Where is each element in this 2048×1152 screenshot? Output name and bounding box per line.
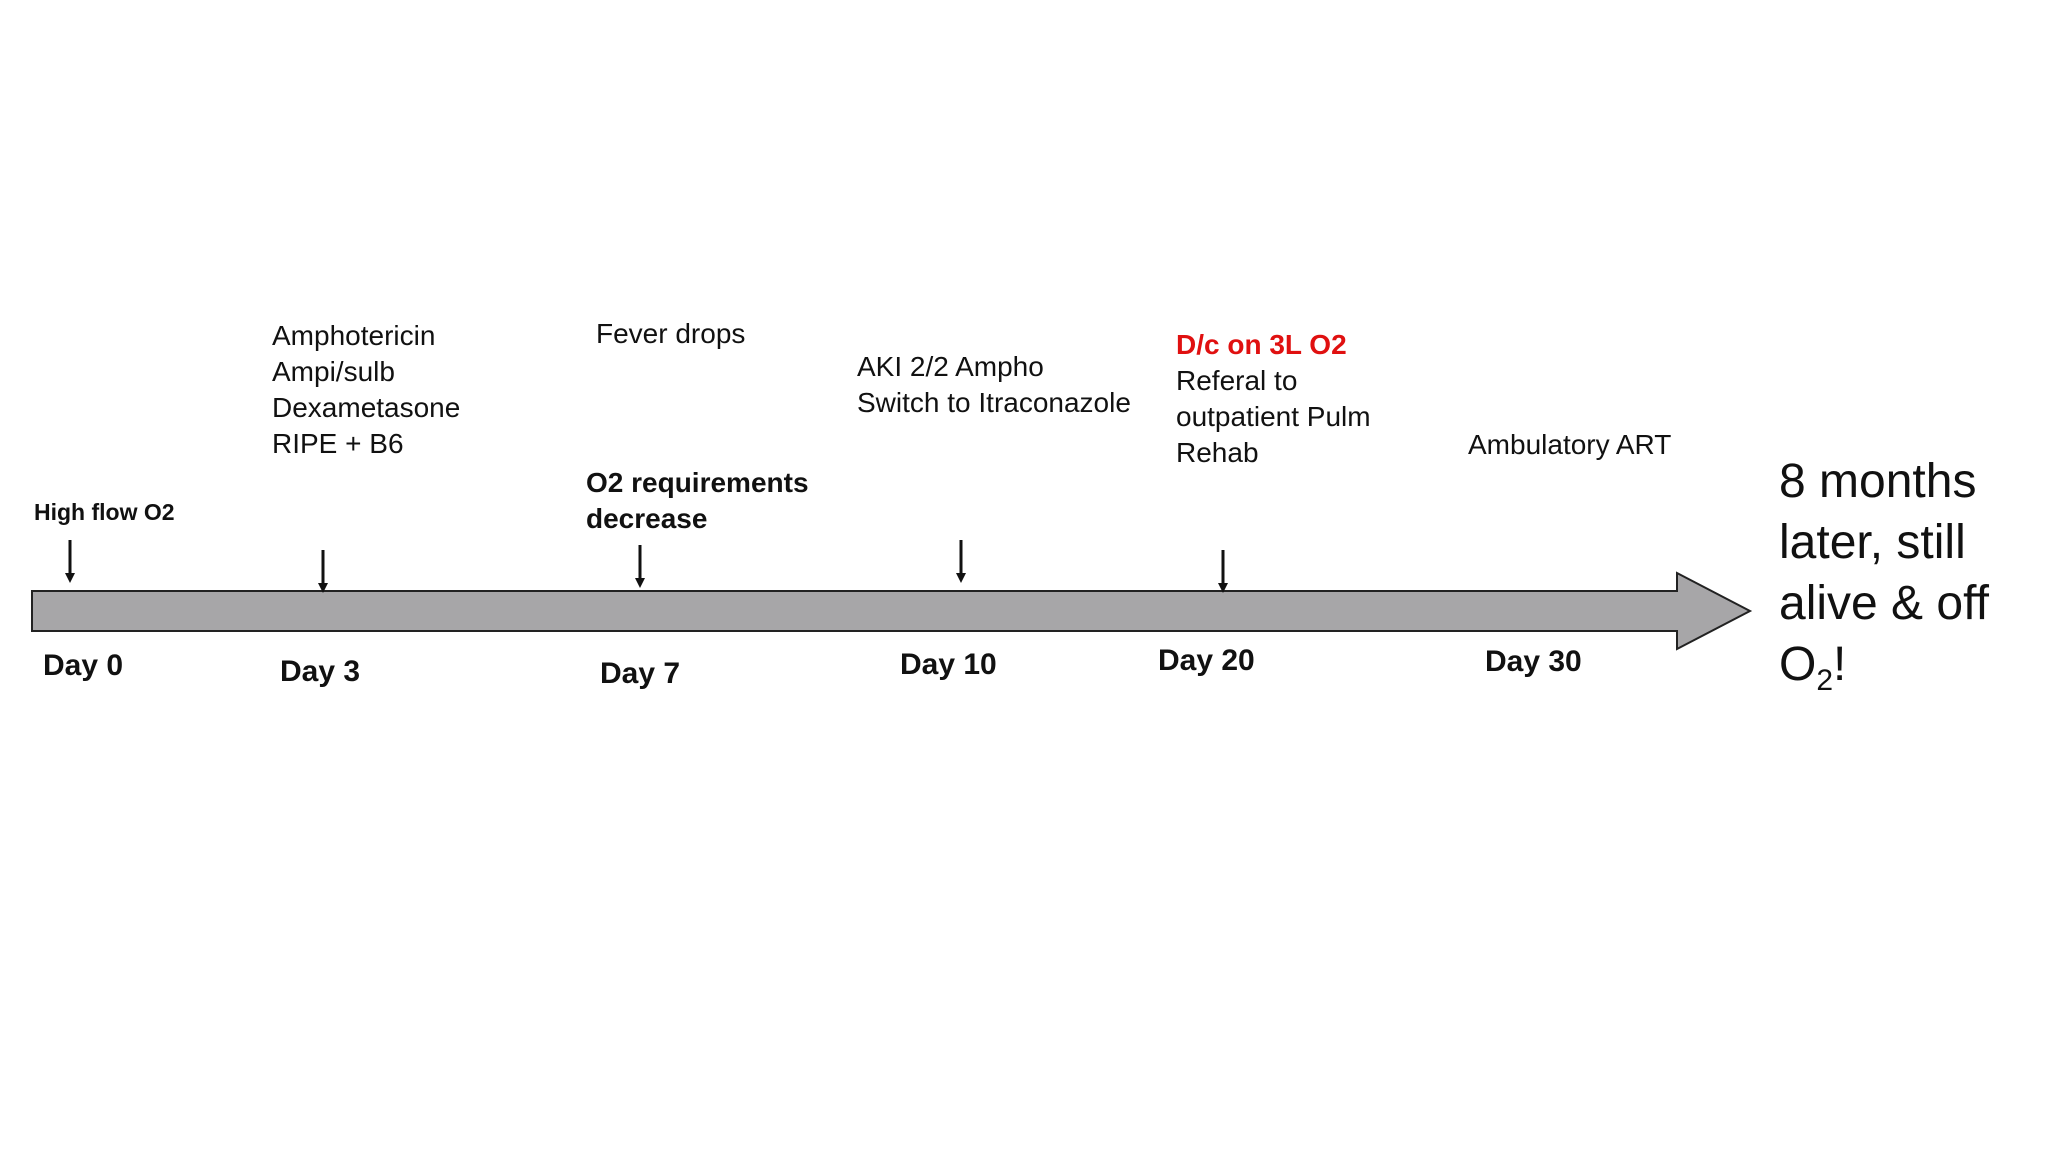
day10-event-line: AKI 2/2 Ampho — [857, 351, 1044, 382]
day7-o2-line: decrease — [586, 503, 708, 534]
day3-event-line: Ampi/sulb — [272, 356, 395, 387]
day10-event-line: Switch to Itraconazole — [857, 387, 1131, 418]
day7-o2-line: O2 requirements — [586, 467, 809, 498]
day20-event-line: Rehab — [1176, 437, 1259, 468]
day7-o2-note: O2 requirements decrease — [586, 465, 809, 537]
outcome-line-3: alive & off — [1779, 577, 1989, 630]
day20-event-list: D/c on 3L O2 Referal to outpatient Pulm … — [1176, 327, 1371, 471]
day3-event-line: Amphotericin — [272, 320, 436, 351]
day-label-20: Day 20 — [1158, 644, 1255, 677]
outcome-exclaim: ! — [1833, 638, 1847, 691]
day20-discharge-label: D/c on 3L O2 — [1176, 329, 1347, 360]
outcome-o: O — [1779, 638, 1817, 691]
day-label-0: Day 0 — [43, 649, 124, 682]
day3-event-line: Dexametasone — [272, 392, 461, 423]
day30-event-label: Ambulatory ART — [1468, 429, 1672, 460]
outcome-o-subscript: 2 — [1816, 664, 1834, 697]
outcome-text: 8 months later, still alive & off O2! — [1779, 451, 1989, 697]
timeline-arrow — [31, 571, 1753, 651]
day-label-30: Day 30 — [1485, 645, 1582, 678]
outcome-line-4: O2! — [1779, 634, 1989, 697]
day20-event-line: outpatient Pulm — [1176, 401, 1371, 432]
day10-event-list: AKI 2/2 Ampho Switch to Itraconazole — [857, 349, 1131, 421]
day-label-10: Day 10 — [900, 648, 997, 681]
day-label-3: Day 3 — [280, 655, 361, 688]
day3-event-line: RIPE + B6 — [272, 428, 404, 459]
day20-event-line: Referal to — [1176, 365, 1298, 396]
day3-event-list: Amphotericin Ampi/sulb Dexametasone RIPE… — [272, 318, 460, 462]
outcome-line-2: later, still — [1779, 516, 1966, 569]
day-label-7: Day 7 — [600, 657, 681, 690]
day0-event-label: High flow O2 — [34, 499, 175, 525]
outcome-line-1: 8 months — [1779, 455, 1977, 508]
day7-fever-label: Fever drops — [596, 318, 746, 349]
